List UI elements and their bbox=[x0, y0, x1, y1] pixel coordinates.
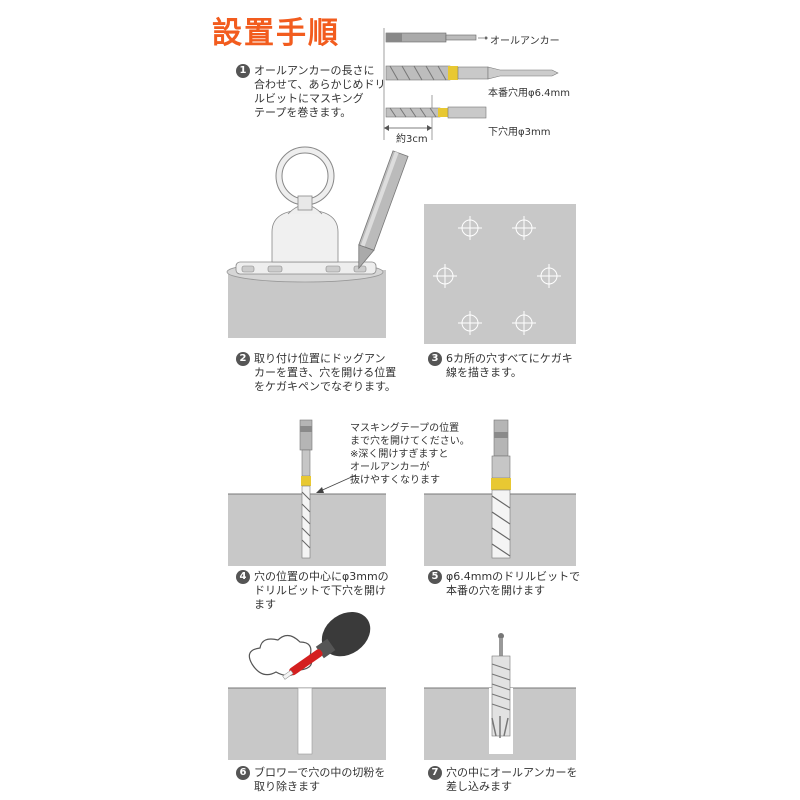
step-text: ブロワーで穴の中の切粉を 取り除きます bbox=[254, 766, 386, 793]
step-4: 4 穴の位置の中心にφ3mmの ドリルビットで下穴を開け ます bbox=[236, 570, 389, 612]
step-number: 7 bbox=[428, 766, 442, 780]
label-length: 約3cm bbox=[396, 134, 428, 145]
step-1: 1 オールアンカーの長さに 合わせて、あらかじめドリ ルビットにマスキング テー… bbox=[236, 64, 385, 120]
step-3: 3 6カ所の穴すべてにケガキ 線を描きます。 bbox=[428, 352, 573, 380]
step-number: 5 bbox=[428, 570, 442, 584]
step-7: 7 穴の中にオールアンカーを 差し込みます bbox=[428, 766, 578, 794]
step-text: オールアンカーの長さに 合わせて、あらかじめドリ ルビットにマスキング テープを… bbox=[254, 64, 386, 119]
step-number: 2 bbox=[236, 352, 250, 366]
step-text: 穴の位置の中心にφ3mmの ドリルビットで下穴を開け ます bbox=[254, 570, 389, 611]
label-pilot-drill: 下穴用φ3mm bbox=[488, 127, 551, 138]
step-number: 3 bbox=[428, 352, 442, 366]
masking-tape-note: マスキングテープの位置 まで穴を開けてください。 ※深く開けすぎますと オールア… bbox=[350, 423, 470, 486]
step-number: 4 bbox=[236, 570, 250, 584]
step-text: 穴の中にオールアンカーを 差し込みます bbox=[446, 766, 578, 793]
step-text: φ6.4mmのドリルビットで 本番の穴を開けます bbox=[446, 570, 581, 597]
label-anchor: オールアンカー bbox=[490, 36, 560, 47]
page-title: 設置手順 bbox=[212, 16, 340, 51]
label-main-drill: 本番穴用φ6.4mm bbox=[488, 88, 570, 99]
step-number: 1 bbox=[236, 64, 250, 78]
step-5: 5 φ6.4mmのドリルビットで 本番の穴を開けます bbox=[428, 570, 580, 598]
step-text: 取り付け位置にドッグアン カーを置き、穴を開ける位置 をケガキペンでなぞります。 bbox=[254, 352, 397, 393]
step-6: 6 ブロワーで穴の中の切粉を 取り除きます bbox=[236, 766, 385, 794]
step-number: 6 bbox=[236, 766, 250, 780]
step-text: 6カ所の穴すべてにケガキ 線を描きます。 bbox=[446, 352, 573, 379]
step-2: 2 取り付け位置にドッグアン カーを置き、穴を開ける位置 をケガキペンでなぞりま… bbox=[236, 352, 396, 394]
